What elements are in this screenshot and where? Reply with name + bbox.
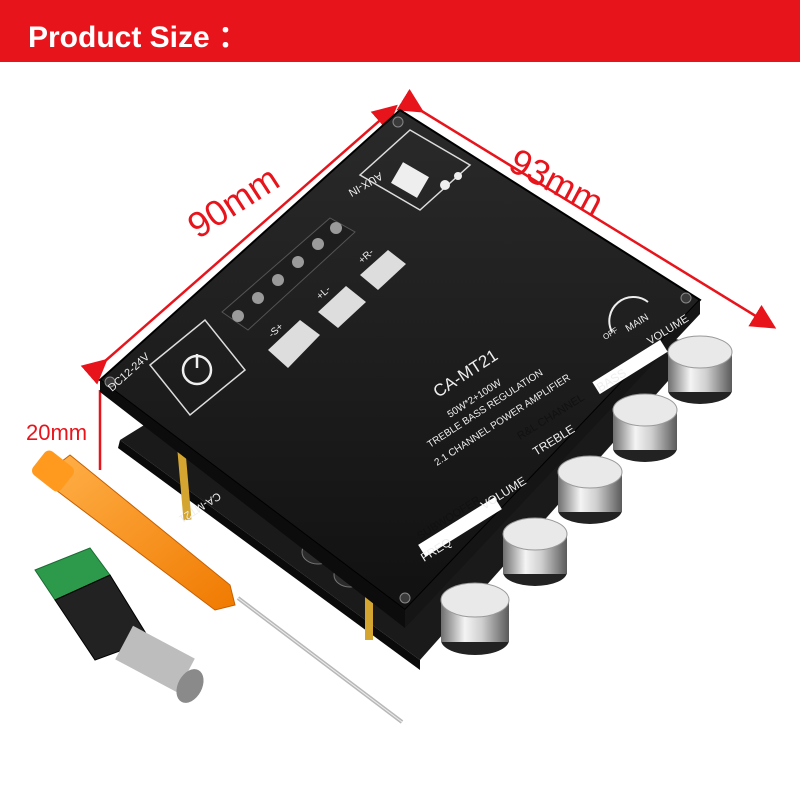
- screwdriver: [32, 450, 404, 724]
- knob-sub-volume: [502, 517, 568, 586]
- height-dimension-label: 20mm: [26, 420, 88, 445]
- knob-freq: [440, 582, 510, 655]
- banner-title: Product Size ：: [28, 21, 249, 54]
- board-top-cover: [98, 108, 702, 628]
- knob-treble: [557, 455, 623, 524]
- knob-bass: [612, 393, 678, 462]
- dc-adapter-plug: [34, 547, 204, 703]
- knob-main-volume: [667, 335, 733, 404]
- title-banner: Product Size ：: [0, 0, 800, 62]
- dimension-arrows: [80, 88, 777, 470]
